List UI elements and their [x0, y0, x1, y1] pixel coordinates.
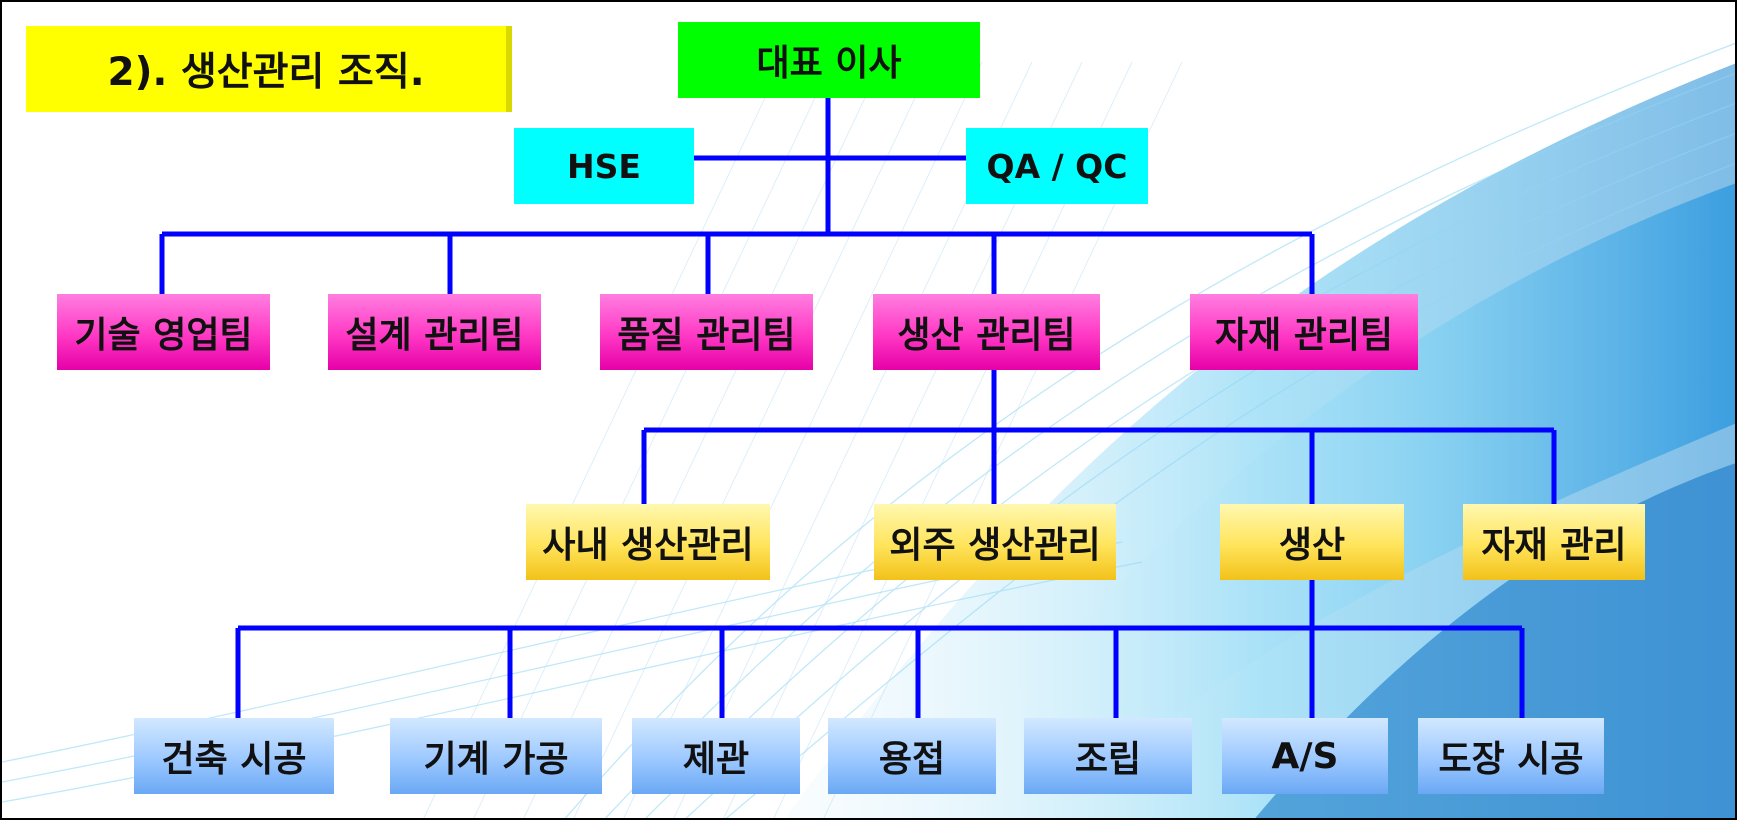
unit-production: 생산 — [1220, 504, 1404, 580]
qa-qc-box: QA / QC — [966, 128, 1148, 204]
op-welding: 용접 — [828, 718, 996, 794]
op-construction: 건축 시공 — [134, 718, 334, 794]
team-technical-sales: 기술 영업팀 — [57, 294, 270, 370]
slide-title: 2). 생산관리 조직. — [26, 26, 506, 112]
team-materials-management: 자재 관리팀 — [1190, 294, 1418, 370]
team-design-management: 설계 관리팀 — [328, 294, 541, 370]
team-quality-management: 품질 관리팀 — [600, 294, 813, 370]
op-painting: 도장 시공 — [1418, 718, 1604, 794]
unit-materials: 자재 관리 — [1463, 504, 1645, 580]
op-assembly: 조립 — [1024, 718, 1192, 794]
ceo-box: 대표 이사 — [678, 22, 980, 98]
op-machining: 기계 가공 — [390, 718, 602, 794]
hse-box: HSE — [514, 128, 694, 204]
op-after-service: A/S — [1222, 718, 1388, 794]
team-production-management: 생산 관리팀 — [873, 294, 1100, 370]
unit-in-house-production: 사내 생산관리 — [526, 504, 770, 580]
unit-outsourced-production: 외주 생산관리 — [874, 504, 1116, 580]
op-fabrication: 제관 — [632, 718, 800, 794]
